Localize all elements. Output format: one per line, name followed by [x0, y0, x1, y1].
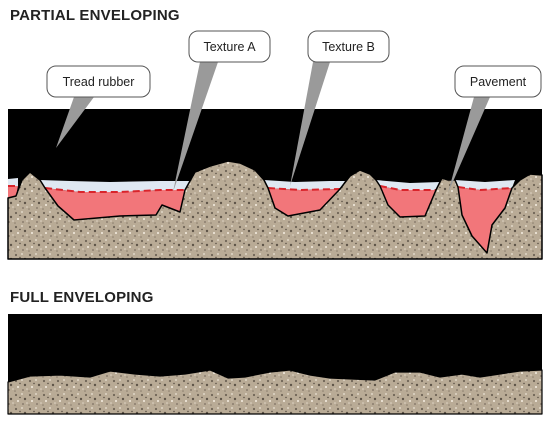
callout-pavement: Pavement [448, 65, 542, 193]
texture-b-label: Texture B [322, 40, 375, 54]
contact-boundary-lines [8, 185, 513, 193]
contact-patches [8, 186, 512, 253]
full-enveloping-title: FULL ENVELOPING [10, 289, 154, 306]
tread-rubber-label: Tread rubber [63, 75, 135, 89]
pavement-surface-partial [7, 160, 543, 260]
partial-enveloping-panel [7, 109, 543, 260]
partial-enveloping-title: PARTIAL ENVELOPING [10, 7, 180, 24]
callout-texture-a: Texture A [173, 30, 271, 192]
pavement-label: Pavement [470, 75, 527, 89]
texture-a-label: Texture A [203, 40, 256, 54]
air-gaps [8, 178, 515, 192]
callout-texture-b: Texture B [290, 30, 390, 186]
full-enveloping-panel [7, 314, 543, 415]
pavement-surface-full [7, 369, 543, 415]
callout-tread-rubber: Tread rubber [46, 65, 151, 148]
